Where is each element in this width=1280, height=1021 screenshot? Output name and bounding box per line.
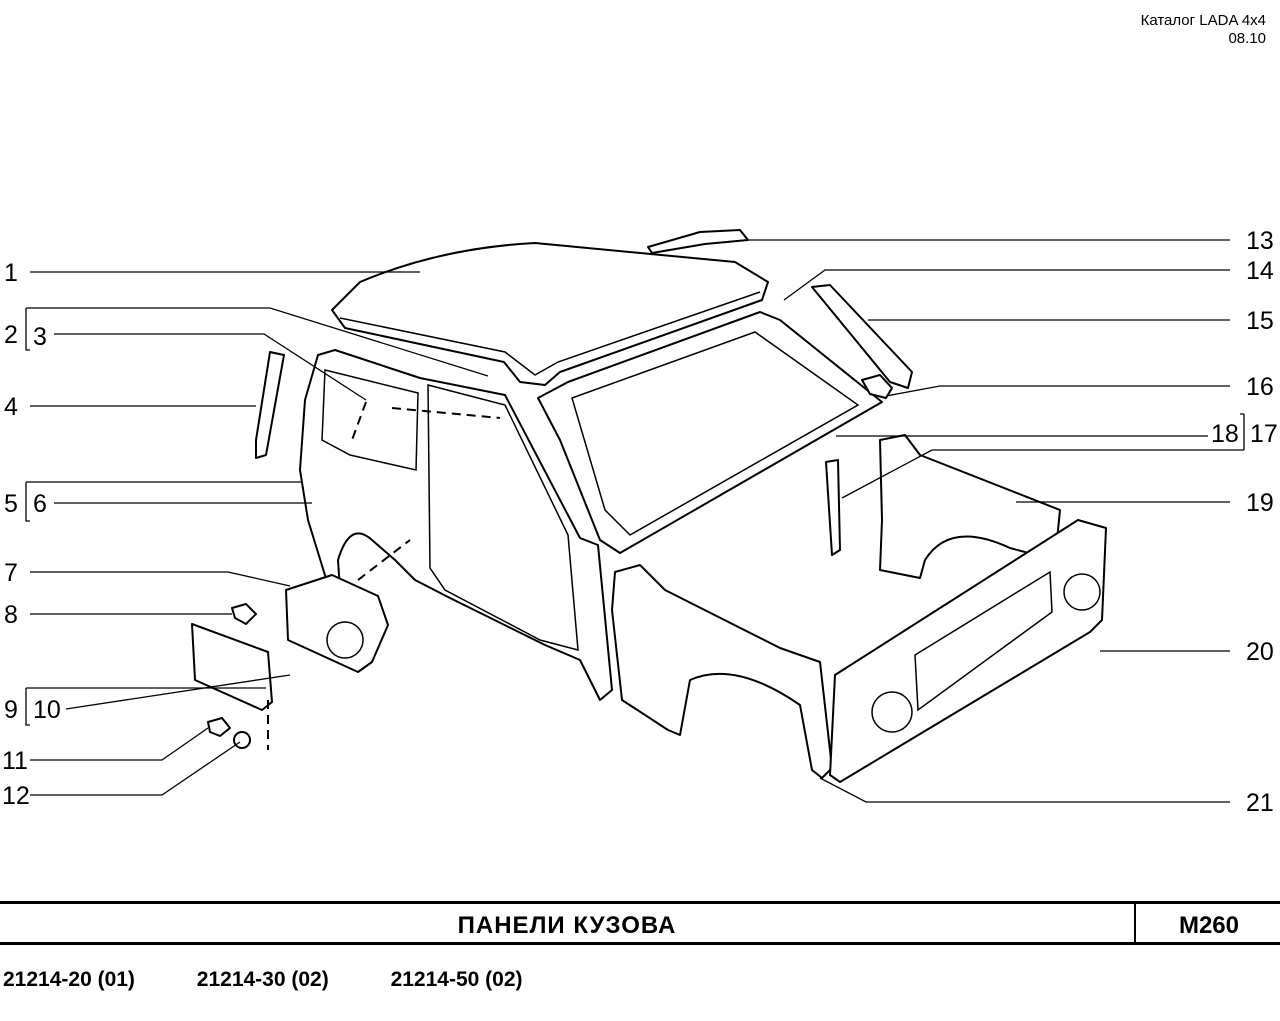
washer-part <box>233 731 251 749</box>
section-code: М260 <box>1134 904 1280 942</box>
roof-rail-part <box>647 229 749 254</box>
callout-20: 20 <box>1246 638 1274 666</box>
front-panel <box>829 519 1107 783</box>
callout-18: 18 <box>1211 420 1239 448</box>
callout-5: 5 <box>4 490 18 518</box>
buffer-part <box>231 603 257 625</box>
bolt-part <box>207 717 231 737</box>
body-panels-diagram: 1 2 3 4 5 6 7 8 9 10 11 12 13 14 15 16 1… <box>2 227 1278 817</box>
rear-pillar-part <box>255 351 285 459</box>
catalog-header: Каталог LADA 4x4 08.10 <box>1141 12 1266 48</box>
model-code: 21214-30 (02) <box>196 968 329 991</box>
callout-3: 3 <box>33 323 47 351</box>
pillar-trim-part <box>811 284 913 389</box>
catalog-date: 08.10 <box>1228 30 1266 47</box>
callout-7: 7 <box>4 559 18 587</box>
callout-4: 4 <box>4 393 18 421</box>
filler-flap-part <box>191 623 273 711</box>
callout-8: 8 <box>4 601 18 629</box>
callout-19: 19 <box>1246 489 1274 517</box>
leader-lines <box>25 239 1245 803</box>
callout-16: 16 <box>1246 373 1274 401</box>
callout-15: 15 <box>1246 307 1274 335</box>
model-code: 21214-50 (02) <box>390 968 523 991</box>
callout-17: 17 <box>1250 420 1278 448</box>
assembly-line <box>357 539 411 581</box>
side-member-part <box>825 459 841 556</box>
assembly-line <box>391 407 501 419</box>
callout-14: 14 <box>1246 257 1274 285</box>
windshield-frame <box>537 311 883 554</box>
callout-10: 10 <box>33 696 61 724</box>
front-wing-panel <box>611 564 833 779</box>
callout-13: 13 <box>1246 227 1274 255</box>
callout-11: 11 <box>2 747 28 775</box>
callout-12: 12 <box>2 782 30 810</box>
callout-1: 1 <box>4 259 18 287</box>
model-list: 21214-20 (01) 21214-30 (02) 21214-50 (02… <box>3 968 579 992</box>
title-bar: ПАНЕЛИ КУЗОВА М260 <box>0 901 1280 945</box>
callout-9: 9 <box>4 696 18 724</box>
bracket-part <box>861 374 893 399</box>
callout-6: 6 <box>33 490 47 518</box>
callout-2: 2 <box>4 321 18 349</box>
callout-21: 21 <box>1246 789 1274 817</box>
catalog-name: Каталог LADA 4x4 <box>1140 12 1266 29</box>
page-title: ПАНЕЛИ КУЗОВА <box>457 912 677 939</box>
model-code: 21214-20 (01) <box>3 968 135 991</box>
assembly-line <box>351 401 367 441</box>
